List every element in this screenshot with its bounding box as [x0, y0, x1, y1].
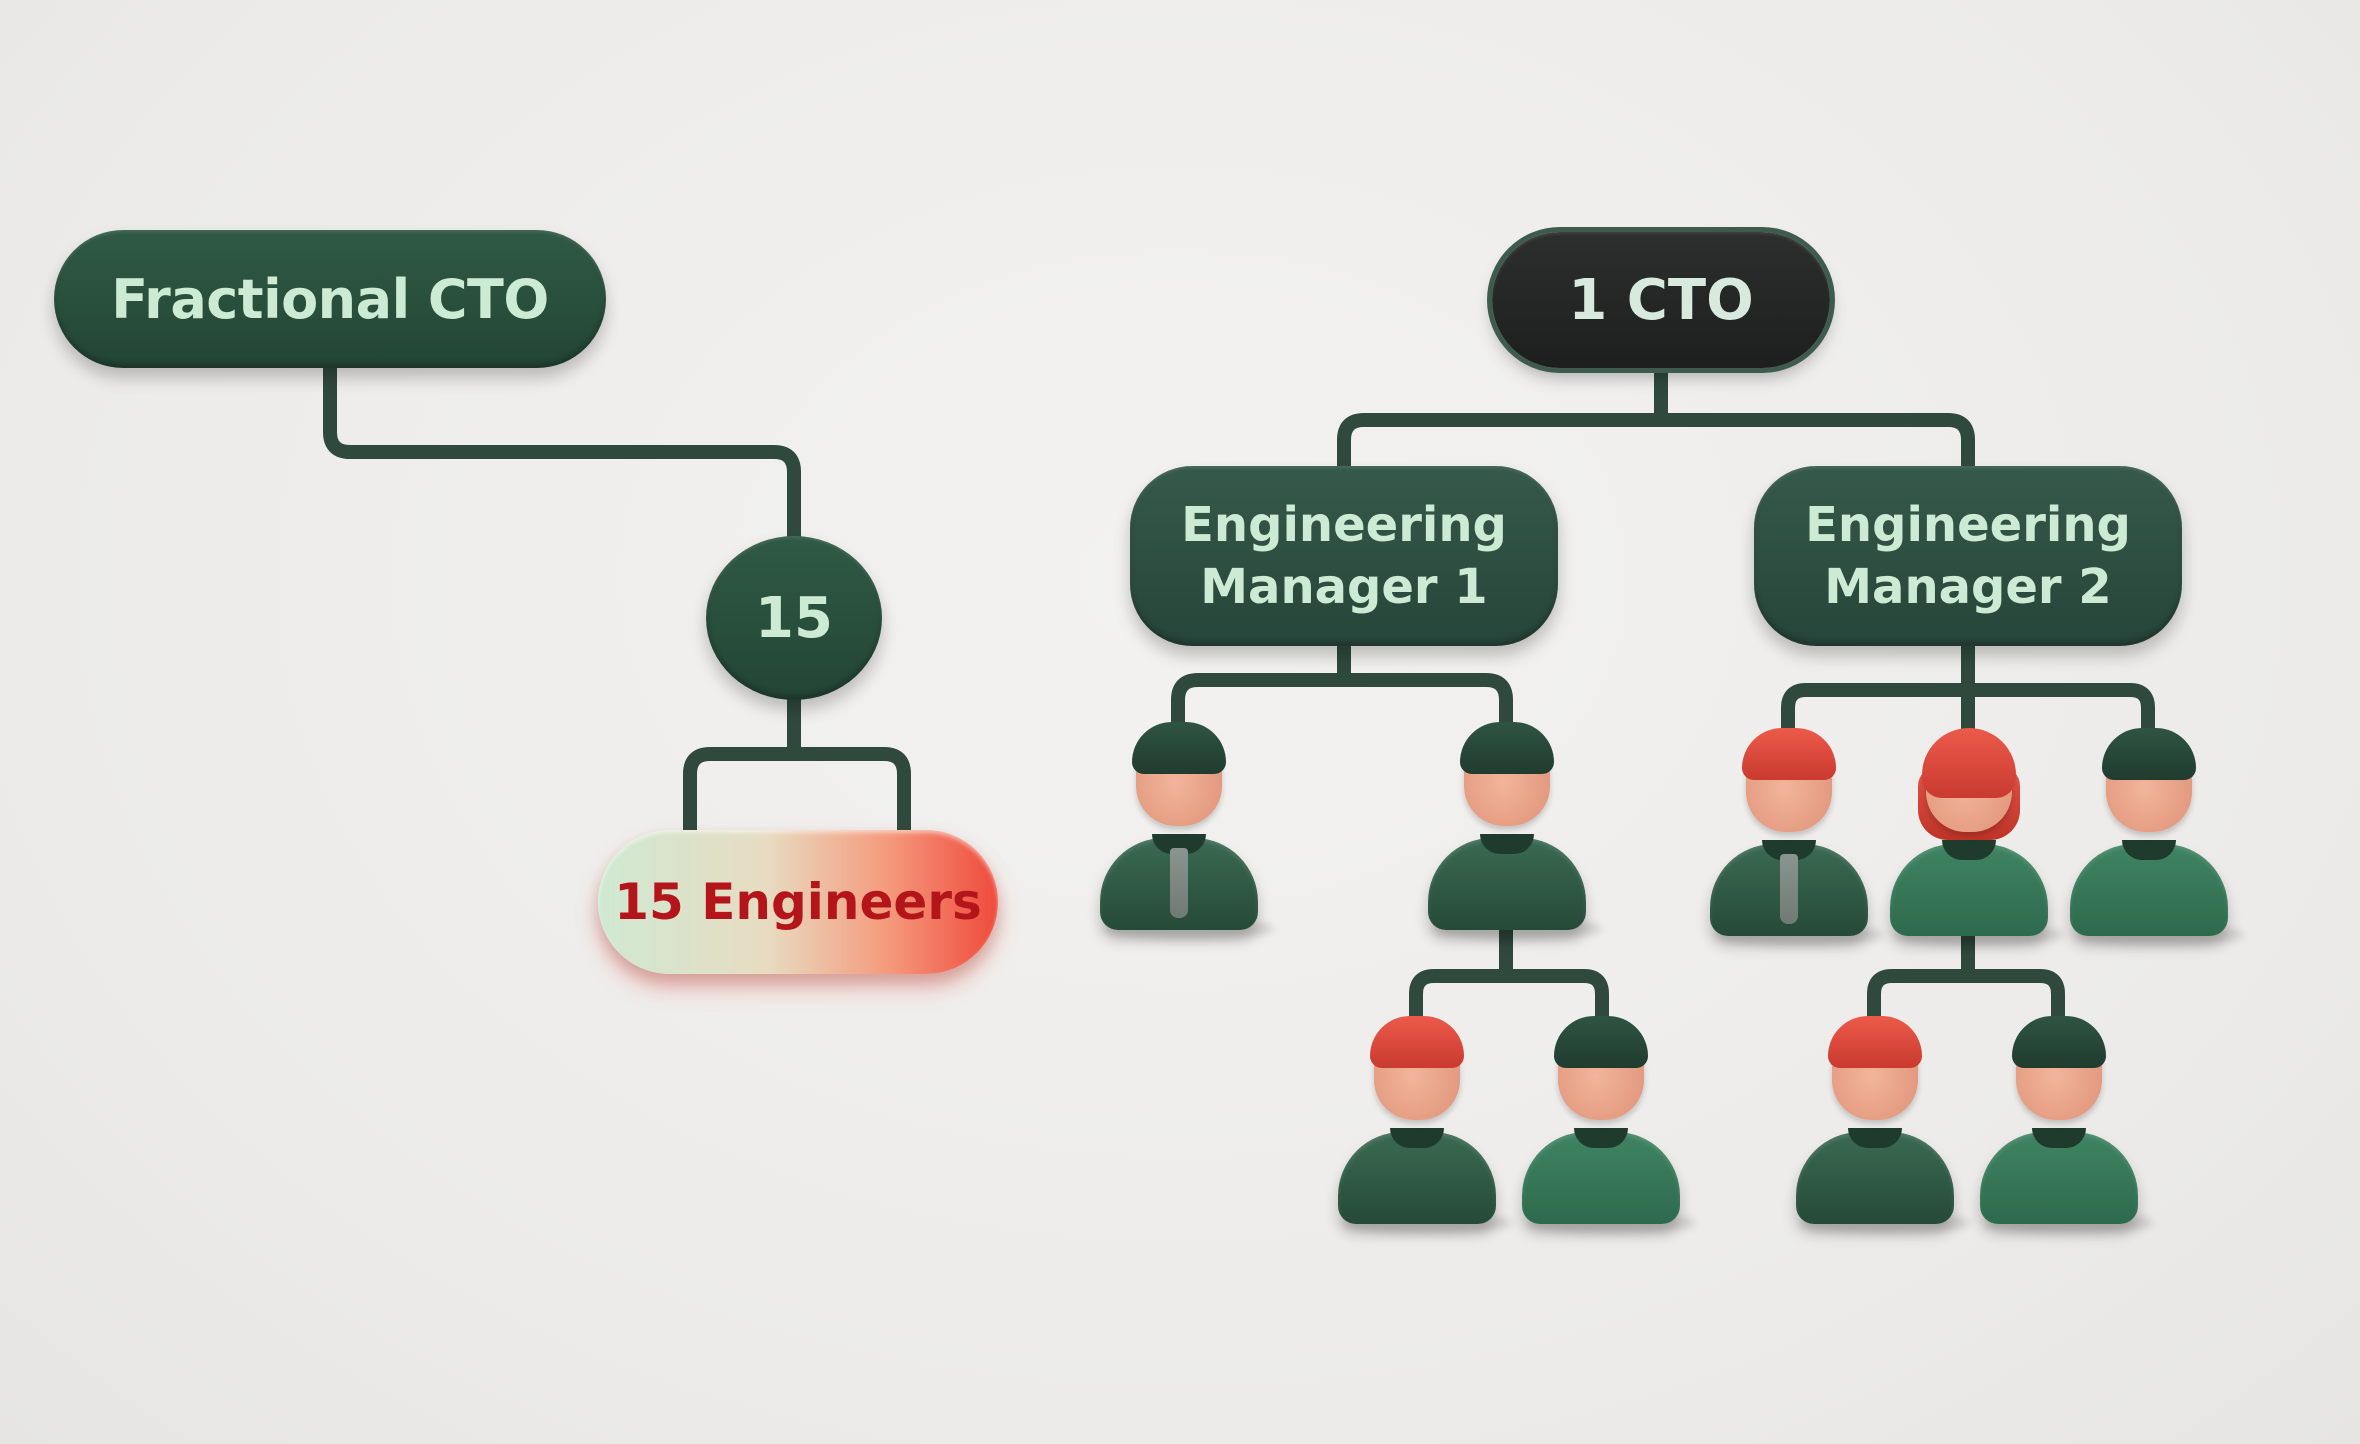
engineer-person-icon: [1974, 1016, 2154, 1234]
engineering-manager-2-node: Engineering Manager 2: [1754, 466, 2182, 646]
engineer-person-icon: [1884, 728, 2064, 946]
engineer-person-icon: [1332, 1016, 1512, 1234]
cto-label: 1 CTO: [1568, 267, 1754, 333]
engineering-manager-1-node: Engineering Manager 1: [1130, 466, 1558, 646]
cto-node: 1 CTO: [1492, 232, 1830, 368]
engineer-count-node: 15: [706, 536, 882, 700]
connector-team-split: [683, 747, 911, 837]
engineers-team-node: 15 Engineers: [598, 830, 998, 974]
manager-2-label-line2: Manager 2: [1824, 559, 2112, 615]
connector-manager2-to-engineers: [1781, 683, 2155, 747]
engineer-person-icon: [1094, 722, 1274, 940]
engineer-person-icon: [1790, 1016, 1970, 1234]
connector-subteam2: [1867, 969, 2065, 1039]
connector-subteam1: [1409, 969, 1609, 1039]
connector-fractional-to-count: [323, 361, 801, 543]
engineer-person-icon: [1516, 1016, 1696, 1234]
engineers-team-label: 15 Engineers: [614, 873, 982, 931]
fractional-cto-label: Fractional CTO: [111, 267, 549, 331]
fractional-cto-node: Fractional CTO: [54, 230, 606, 368]
manager-1-label-line1: Engineering: [1181, 497, 1507, 553]
engineer-person-icon: [1422, 722, 1602, 940]
engineer-person-icon: [2064, 728, 2244, 946]
connector-cto-to-managers: [1337, 413, 1975, 473]
manager-1-label-line2: Manager 1: [1200, 559, 1488, 615]
manager-2-label-line1: Engineering: [1805, 497, 2131, 553]
connector-manager1-to-engineers: [1171, 673, 1513, 737]
engineer-count-label: 15: [755, 585, 833, 651]
engineer-person-icon: [1704, 728, 1884, 946]
